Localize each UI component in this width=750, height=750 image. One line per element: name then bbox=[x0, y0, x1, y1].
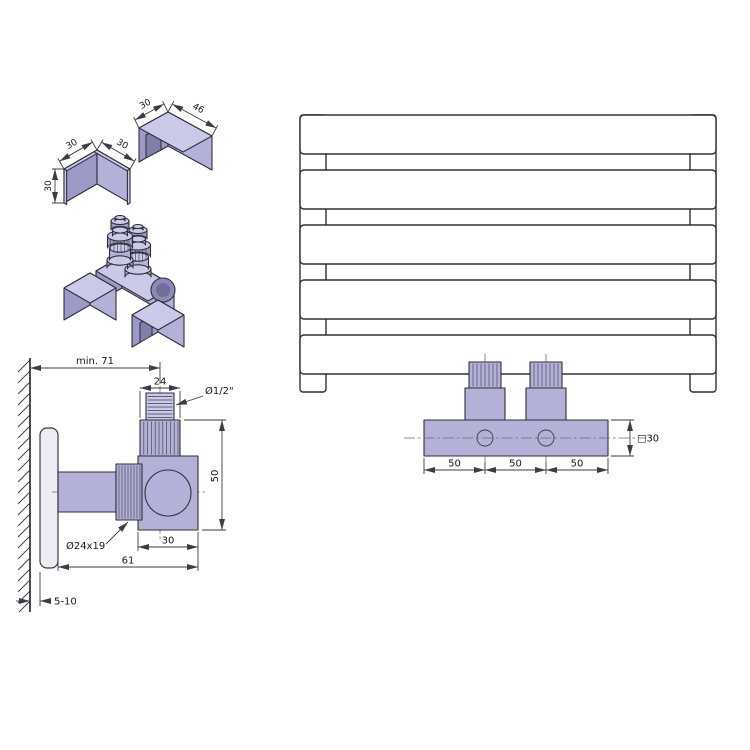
valve-cap-right bbox=[529, 361, 563, 389]
dim-body-height-label: 50 bbox=[210, 470, 221, 483]
dim-wall-gap: 5-10 bbox=[16, 572, 77, 608]
dim-spacing-left-label: 50 bbox=[448, 459, 461, 470]
front-installation-view: 50 50 50 □30 bbox=[299, 114, 717, 474]
isometric-exploded-view: 30 46 30 30 bbox=[44, 97, 219, 348]
radiator-bar bbox=[299, 224, 717, 265]
radiator-bars bbox=[299, 114, 717, 375]
dim-spacing-right-label: 50 bbox=[571, 459, 584, 470]
threaded-connection bbox=[145, 392, 175, 421]
channel-cover-piece: 30 46 bbox=[133, 97, 219, 171]
channel-fitting bbox=[131, 299, 185, 348]
manifold-port-left bbox=[476, 429, 494, 447]
valve-cap-left bbox=[468, 361, 502, 389]
wall-pipe bbox=[57, 471, 117, 513]
label-thread-size-text: Ø1/2" bbox=[205, 385, 234, 397]
block-port-bore bbox=[156, 283, 170, 297]
dim-channel-length-label: 46 bbox=[191, 102, 206, 116]
radiator-bar bbox=[299, 114, 717, 155]
radiator bbox=[299, 114, 717, 393]
dim-total-depth: 61 bbox=[57, 516, 198, 571]
dim-body-width: 30 bbox=[137, 532, 199, 571]
dim-wall-distance-min: min. 71 bbox=[30, 356, 161, 384]
union-nut bbox=[115, 463, 143, 521]
radiator-bar bbox=[299, 169, 717, 210]
label-thread-size: Ø1/2" bbox=[175, 385, 234, 406]
label-union-nut-text: Ø24x19 bbox=[66, 540, 105, 552]
dim-channel-width: 30 bbox=[133, 97, 169, 129]
cube-fitting bbox=[63, 272, 117, 321]
dim-body-height: 50 bbox=[184, 419, 226, 531]
riser-knurled-nut bbox=[139, 419, 181, 457]
corner-angle-piece: 30 30 30 bbox=[44, 137, 137, 206]
valve-block-right bbox=[525, 387, 567, 421]
wall-hatching bbox=[17, 359, 31, 613]
dim-wall-gap-label: 5-10 bbox=[54, 597, 77, 608]
wall-mounting-plate bbox=[39, 427, 59, 569]
dim-profile-size-label: □30 bbox=[637, 434, 659, 445]
dim-channel-width-label: 30 bbox=[138, 97, 153, 111]
dim-wall-distance-min-label: min. 71 bbox=[76, 356, 114, 367]
dim-channel-length: 46 bbox=[167, 101, 219, 137]
dim-angle-right-edge-label: 30 bbox=[115, 138, 130, 153]
label-union-nut: Ø24x19 bbox=[66, 521, 129, 552]
radiator-bar bbox=[299, 279, 717, 320]
valve-manifold bbox=[404, 354, 646, 466]
valve-body-port bbox=[144, 469, 192, 517]
dim-angle-left-edge-label: 30 bbox=[65, 137, 80, 152]
valve-block-left bbox=[464, 387, 506, 421]
dim-angle-height-label: 30 bbox=[44, 180, 54, 192]
dim-total-depth-label: 61 bbox=[122, 556, 135, 567]
dim-profile-size: □30 bbox=[611, 419, 659, 457]
valve-body-assembly bbox=[63, 214, 185, 348]
dim-body-width-label: 30 bbox=[162, 536, 175, 547]
manifold-port-right bbox=[537, 429, 555, 447]
dim-connection-spacing: 50 50 50 bbox=[423, 458, 609, 474]
dim-nut-width-label: 24 bbox=[154, 377, 167, 388]
radiator-bar bbox=[299, 334, 717, 375]
dim-angle-height: 30 bbox=[44, 168, 64, 204]
valve-cartridge bbox=[106, 214, 134, 269]
side-installation-view: min. 71 24 Ø1/2" 50 Ø24x19 30 61 bbox=[16, 356, 234, 613]
dim-spacing-center-label: 50 bbox=[509, 459, 522, 470]
